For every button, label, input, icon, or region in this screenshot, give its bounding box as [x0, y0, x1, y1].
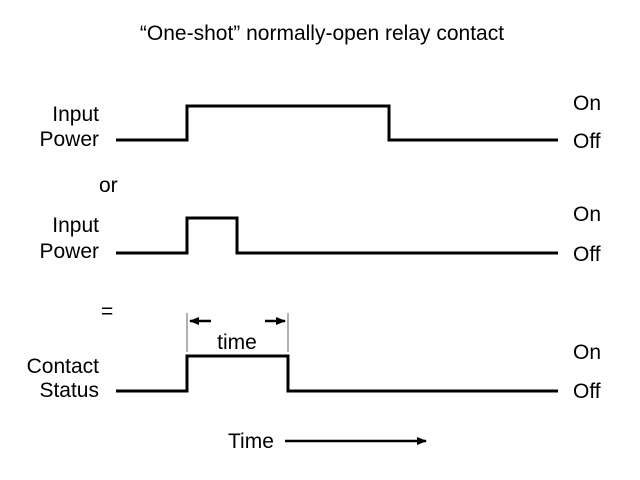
time-dimension-label: time [217, 331, 257, 354]
or-connector: or [99, 174, 118, 197]
equals-connector: = [101, 300, 113, 323]
row1-off-label: Off [573, 130, 601, 153]
diagram-title: “One-shot” normally-open relay contact [140, 22, 504, 45]
row3-off-label: Off [573, 380, 601, 403]
row3-waveform [116, 354, 558, 393]
row3-label-line1: Contact [27, 355, 100, 378]
row3-label-line2: Status [39, 379, 99, 402]
time-axis-label: Time [228, 430, 274, 453]
row2-label-line1: Input [52, 214, 99, 237]
row2-off-label: Off [573, 243, 601, 266]
row2-label-line2: Power [39, 240, 99, 263]
row1-waveform [116, 104, 558, 142]
row1-on-label: On [573, 92, 601, 115]
row1-label-line1: Input [52, 103, 99, 126]
row2-on-label: On [573, 203, 601, 226]
row1-label-line2: Power [39, 128, 99, 151]
row3-on-label: On [573, 341, 601, 364]
row2-waveform [116, 216, 558, 255]
